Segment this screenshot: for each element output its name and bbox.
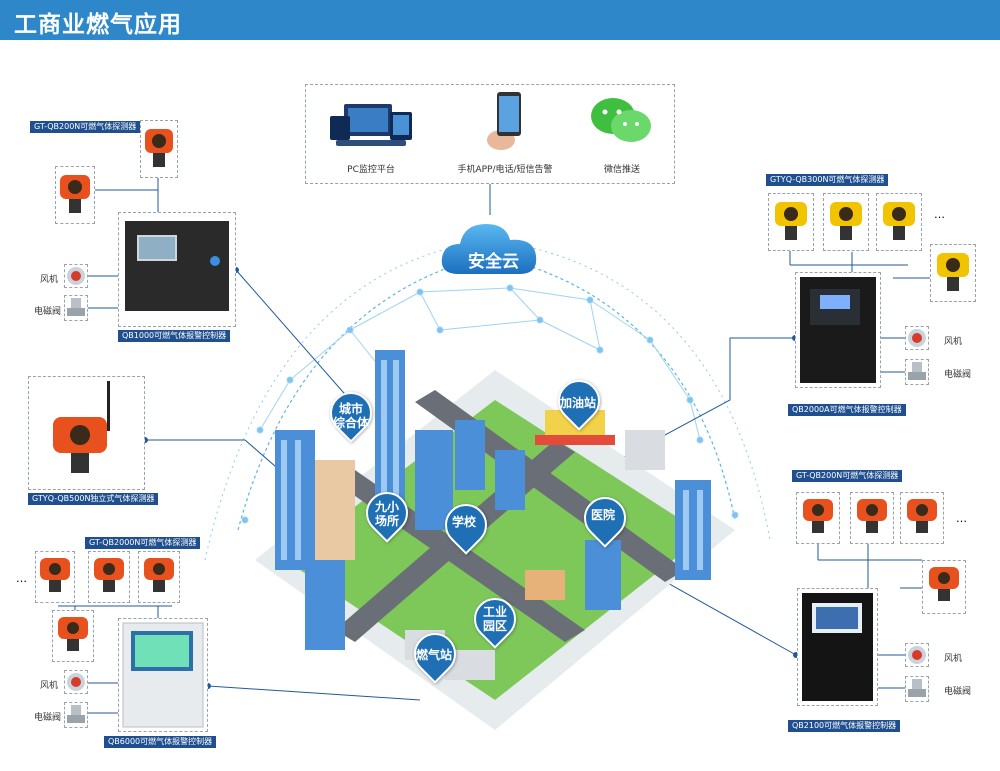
cloud-icon <box>438 214 543 280</box>
left-bottom-detector-2 <box>88 551 130 603</box>
left-bottom-fan-icon <box>64 670 88 694</box>
phone-icon <box>485 90 525 152</box>
left-bottom-fan-label: 风机 <box>40 681 59 691</box>
pin-hospital-label: 医院 <box>590 508 615 522</box>
pin-school-label: 学校 <box>451 515 476 529</box>
pin-industrial-park-label: 工业 园区 <box>482 605 507 633</box>
right-bottom-ellipsis: … <box>956 512 967 525</box>
left-top-controller-label: QB1000可燃气体报警控制器 <box>118 330 231 342</box>
right-bottom-detector-4 <box>922 560 966 614</box>
pin-gas-station-label: 加油站 <box>559 396 596 410</box>
right-top-ellipsis: … <box>934 208 945 221</box>
gas-detector-icon <box>803 499 833 533</box>
right-bottom-fan-icon <box>905 643 929 667</box>
gas-detector-icon <box>58 617 88 651</box>
left-bottom-valve-label: 电磁阀 <box>34 713 62 723</box>
platform-phone-label: 手机APP/电话/短信告警 <box>457 165 553 175</box>
monitor-icon <box>326 100 416 150</box>
header-bar <box>0 0 1000 40</box>
left-bottom-ellipsis: … <box>16 572 27 585</box>
right-top-detector-3 <box>876 193 922 251</box>
right-bottom-controller <box>797 588 878 706</box>
left-bottom-detector-1 <box>35 551 75 603</box>
gas-detector-icon <box>775 202 807 240</box>
gas-detector-icon <box>907 499 937 533</box>
right-top-detector-label: GTYQ-QB300N可燃气体探测器 <box>766 174 889 186</box>
right-top-fan-label: 风机 <box>944 337 963 347</box>
gas-detector-icon <box>857 499 887 533</box>
gas-detector-icon <box>40 558 70 592</box>
right-bottom-detector-1 <box>796 492 840 544</box>
platform-wechat-label: 微信推送 <box>603 165 640 175</box>
left-top-detector-1 <box>140 120 178 178</box>
cloud-label: 安全云 <box>468 252 519 272</box>
right-bottom-valve-label: 电磁阀 <box>944 687 972 697</box>
gas-detector-icon <box>937 253 969 291</box>
left-mid-detector <box>28 376 145 490</box>
left-top-detector-2 <box>55 166 95 224</box>
left-bottom-detector-label: GT-QB2000N可燃气体探测器 <box>85 537 201 549</box>
right-top-detector-4 <box>930 244 976 302</box>
left-top-fan-label: 风机 <box>40 275 59 285</box>
gas-detector-icon <box>929 567 959 601</box>
wechat-icon <box>587 96 657 146</box>
right-top-detector-1 <box>768 193 814 251</box>
city-illustration <box>255 350 735 730</box>
gas-detector-icon <box>144 558 174 592</box>
pin-small-venues-label: 九小 场所 <box>374 500 399 528</box>
left-top-detector-label: GT-QB200N可燃气体探测器 <box>30 121 141 133</box>
right-bottom-valve-icon <box>905 676 929 702</box>
right-top-valve-label: 电磁阀 <box>944 370 972 380</box>
pin-gas-depot-label: 燃气站 <box>415 648 452 662</box>
right-bottom-detector-2 <box>850 492 894 544</box>
gas-detector-icon <box>883 202 915 240</box>
left-bottom-controller-label: QB6000可燃气体报警控制器 <box>104 736 217 748</box>
gas-detector-icon <box>145 129 173 167</box>
left-bottom-detector-3 <box>138 551 180 603</box>
gas-detector-icon <box>830 202 862 240</box>
right-bottom-controller-label: QB2100可燃气体报警控制器 <box>788 720 901 732</box>
platform-pc-label: PC监控平台 <box>347 165 395 175</box>
right-top-controller <box>795 272 881 388</box>
left-bottom-detector-4 <box>52 610 94 662</box>
left-bottom-valve-icon <box>64 702 88 728</box>
left-top-fan-icon <box>64 264 88 288</box>
right-top-fan-icon <box>905 326 929 350</box>
right-bottom-detector-label: GT-QB200N可燃气体探测器 <box>792 470 903 482</box>
left-bottom-controller <box>118 618 208 732</box>
gas-detector-icon <box>60 175 90 213</box>
left-top-controller <box>118 212 236 327</box>
right-bottom-fan-label: 风机 <box>944 654 963 664</box>
page-title: 工商业燃气应用 <box>14 12 182 38</box>
right-top-controller-label: QB2000A可燃气体报警控制器 <box>788 404 906 416</box>
gas-detector-icon <box>94 558 124 592</box>
right-bottom-detector-3 <box>900 492 944 544</box>
left-top-valve-label: 电磁阀 <box>34 307 62 317</box>
left-top-valve-icon <box>64 295 88 321</box>
right-top-valve-icon <box>905 359 929 385</box>
right-top-detector-2 <box>823 193 869 251</box>
left-mid-detector-label: GTYQ-QB500N独立式气体探测器 <box>28 493 159 505</box>
pin-city-complex-label: 城市 综合体 <box>332 402 369 430</box>
